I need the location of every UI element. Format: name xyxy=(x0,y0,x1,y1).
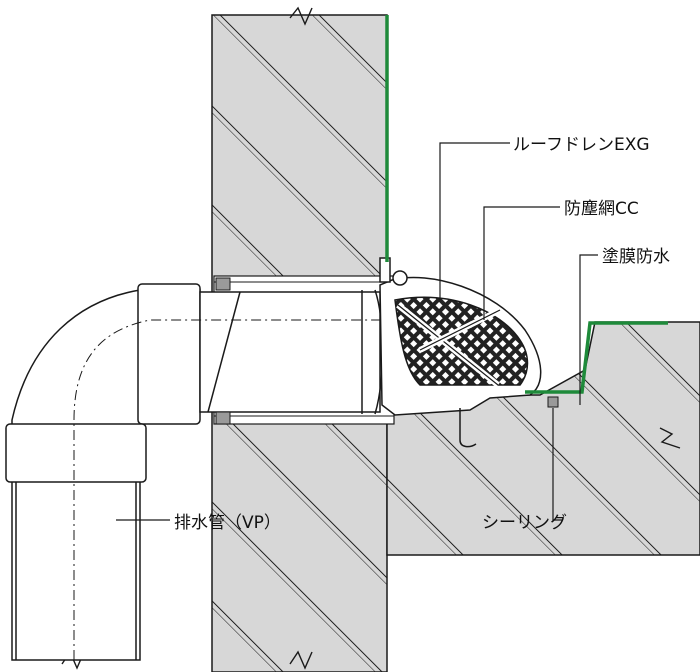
waterproof-membrane xyxy=(385,15,668,394)
label-mesh: 防塵網CC xyxy=(564,199,639,219)
label-waterproof: 塗膜防水 xyxy=(602,246,670,267)
sealing-blocks xyxy=(215,277,559,425)
label-sealing: シーリング xyxy=(482,513,567,533)
drain-pipe xyxy=(5,283,420,661)
label-pipe: 排水管（VP） xyxy=(174,513,281,533)
concrete-slab xyxy=(386,321,700,672)
roof-drain-body xyxy=(379,257,542,448)
label-roof-drain: ルーフドレンEXG xyxy=(513,135,650,155)
leader-lines xyxy=(116,142,598,521)
